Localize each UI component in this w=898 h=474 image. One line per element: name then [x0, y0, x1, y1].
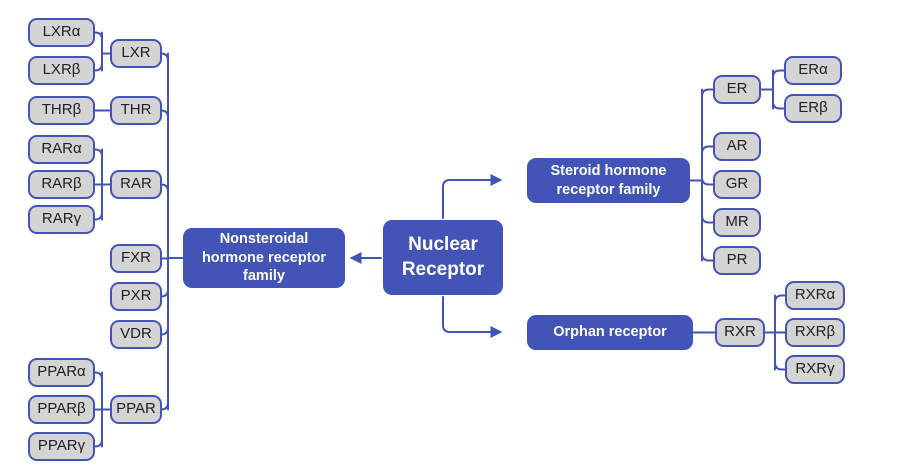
root-line1: Nuclear [408, 233, 478, 255]
leaf-lxr-alpha[interactable]: LXRα [28, 18, 95, 47]
group-fxr[interactable]: FXR [110, 244, 162, 273]
leaf-ppar-alpha[interactable]: PPARα [28, 358, 95, 387]
group-vdr[interactable]: VDR [110, 320, 162, 349]
family-steroid-line2: receptor family [556, 181, 661, 198]
leaf-ppar-gamma[interactable]: PPARγ [28, 432, 95, 461]
group-thr[interactable]: THR [110, 96, 162, 125]
leaf-rxr-beta[interactable]: RXRβ [785, 318, 845, 347]
group-ar[interactable]: AR [713, 132, 761, 161]
leaf-rxr-gamma[interactable]: RXRγ [785, 355, 845, 384]
root-line2: Receptor [401, 258, 485, 280]
leaf-rar-alpha[interactable]: RARα [28, 135, 95, 164]
group-mr[interactable]: MR [713, 208, 761, 237]
leaf-rar-beta[interactable]: RARβ [28, 170, 95, 199]
leaf-rar-gamma[interactable]: RARγ [28, 205, 95, 234]
family-nonsteroidal[interactable]: Nonsteroidal hormone receptor family [183, 228, 345, 288]
group-rar[interactable]: RAR [110, 170, 162, 199]
group-ppar[interactable]: PPAR [110, 395, 162, 424]
family-orphan[interactable]: Orphan receptor [527, 315, 693, 350]
family-orphan-line1: Orphan receptor [553, 324, 667, 341]
group-lxr[interactable]: LXR [110, 39, 162, 68]
family-nonsteroidal-line3: family [243, 268, 285, 285]
leaf-lxr-beta[interactable]: LXRβ [28, 56, 95, 85]
group-gr[interactable]: GR [713, 170, 761, 199]
group-er[interactable]: ER [713, 75, 761, 104]
root-nuclear-receptor[interactable]: Nuclear Receptor [383, 220, 503, 295]
leaf-thr-beta[interactable]: THRβ [28, 96, 95, 125]
family-nonsteroidal-line1: Nonsteroidal [219, 231, 309, 248]
family-steroid[interactable]: Steroid hormone receptor family [527, 158, 690, 203]
group-pr[interactable]: PR [713, 246, 761, 275]
leaf-ppar-beta[interactable]: PPARβ [28, 395, 95, 424]
leaf-er-alpha[interactable]: ERα [784, 56, 842, 85]
leaf-rxr-alpha[interactable]: RXRα [785, 281, 845, 310]
family-nonsteroidal-line2: hormone receptor [201, 249, 327, 266]
group-rxr[interactable]: RXR [715, 318, 765, 347]
group-pxr[interactable]: PXR [110, 282, 162, 311]
leaf-er-beta[interactable]: ERβ [784, 94, 842, 123]
family-steroid-line1: Steroid hormone [550, 162, 667, 179]
